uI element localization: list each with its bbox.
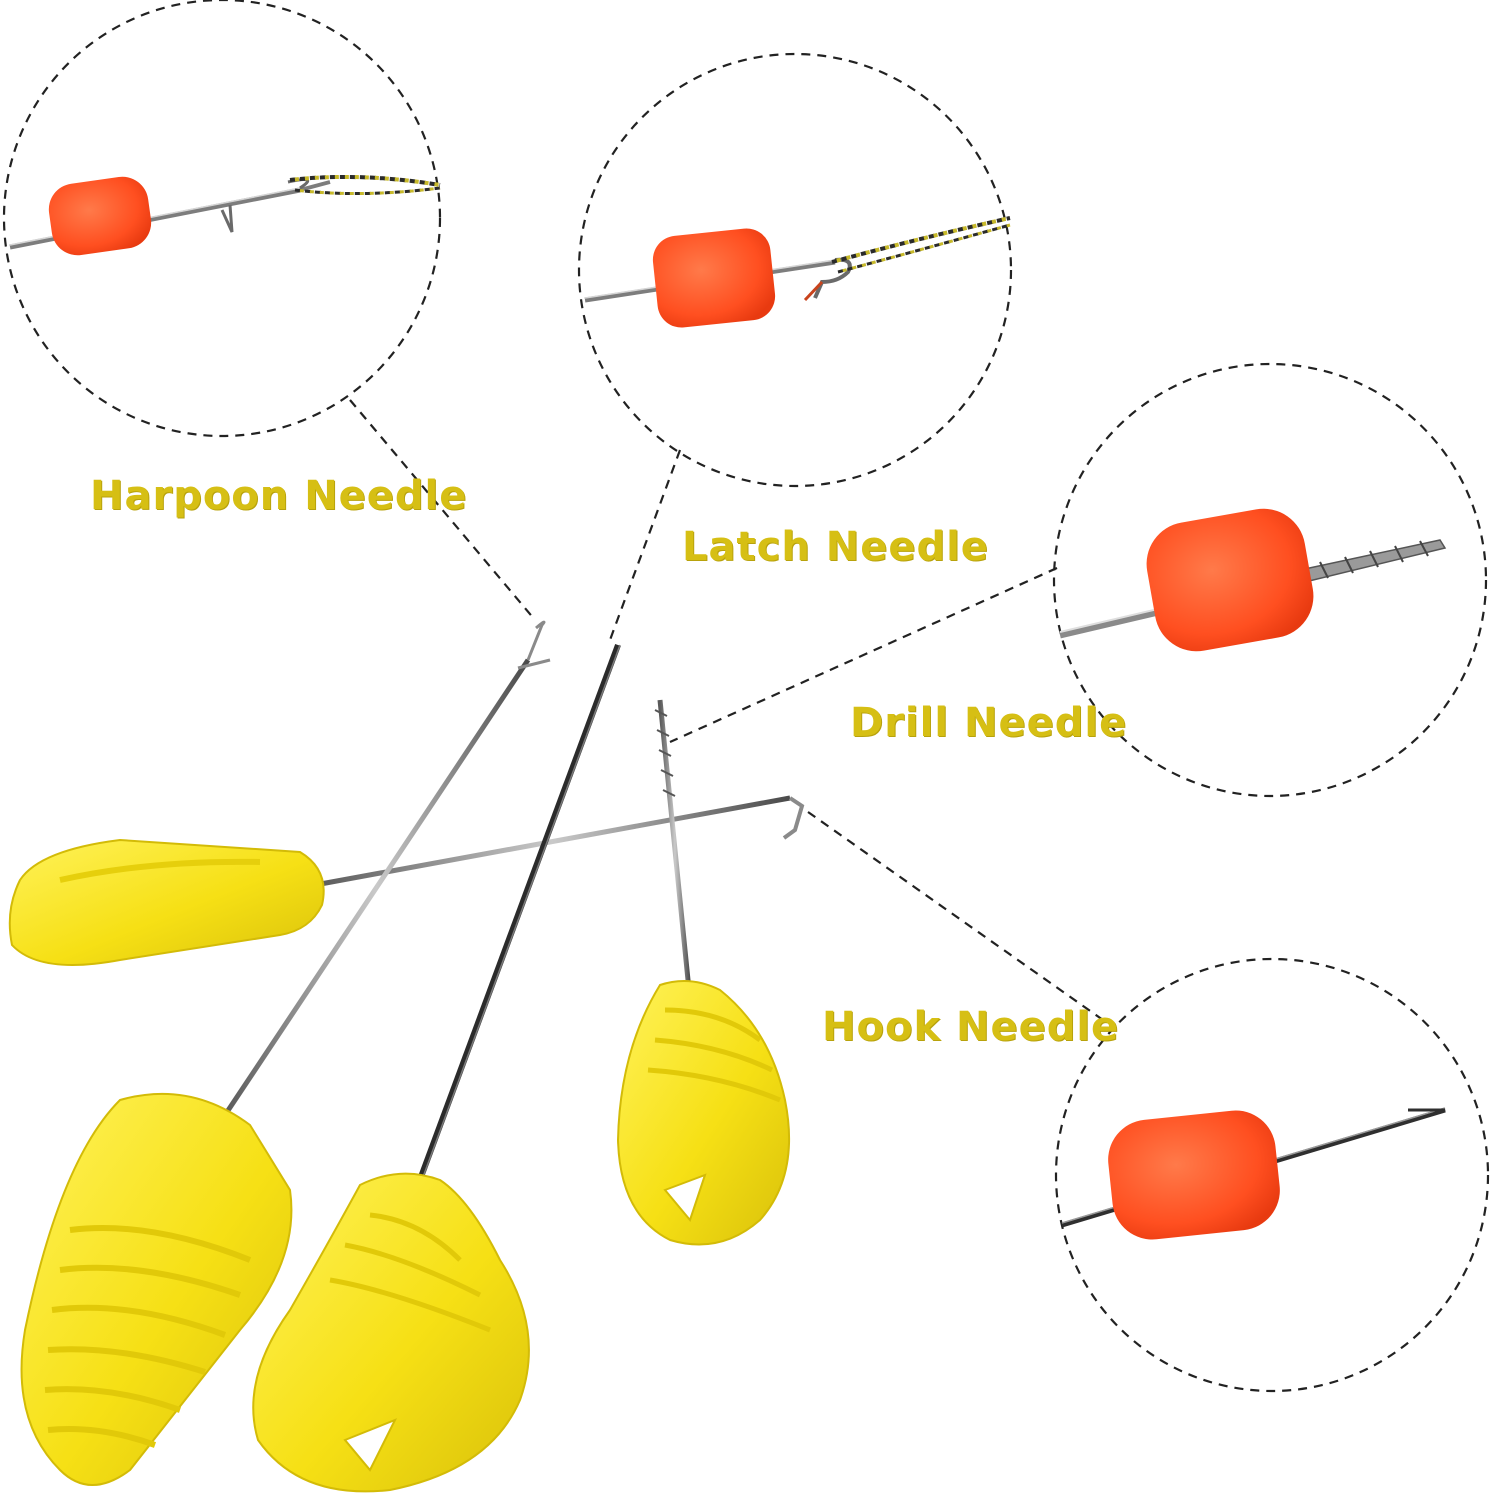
hook-needle-handle	[8, 838, 325, 966]
drill-zoom-detail	[1059, 508, 1447, 652]
hook-needle	[8, 795, 805, 966]
drill-needle-handle	[616, 980, 791, 1246]
drill-needle-label: Drill Needle	[850, 700, 1128, 746]
latch-needle	[252, 643, 621, 1493]
harpoon-needle-label: Harpoon Needle	[90, 473, 468, 519]
latch-bait-bead	[652, 228, 776, 328]
latch-zoom-detail	[584, 216, 1011, 328]
drill-needle	[616, 699, 791, 1246]
harpoon-bait-bead	[48, 176, 152, 256]
harpoon-zoom-circle	[2, 0, 442, 438]
hook-leader	[807, 811, 1104, 1021]
drill-bait-bead	[1146, 508, 1314, 652]
harpoon-zoom-detail	[9, 174, 441, 256]
latch-leader	[608, 449, 682, 641]
hook-needle-label: Hook Needle	[822, 1004, 1120, 1050]
hook-zoom-detail	[1061, 1107, 1446, 1240]
drill-zoom-circle	[1052, 362, 1488, 798]
hook-zoom-circle	[1054, 957, 1490, 1393]
drill-leader	[669, 566, 1058, 744]
hook-bait-bead	[1108, 1110, 1280, 1240]
zoom-circles	[2, 0, 1490, 1393]
harpoon-needle	[20, 620, 551, 1486]
latch-needle-handle	[252, 1172, 530, 1493]
latch-needle-label: Latch Needle	[682, 524, 989, 570]
leader-lines	[349, 399, 1104, 1021]
latch-zoom-circle	[577, 52, 1013, 488]
